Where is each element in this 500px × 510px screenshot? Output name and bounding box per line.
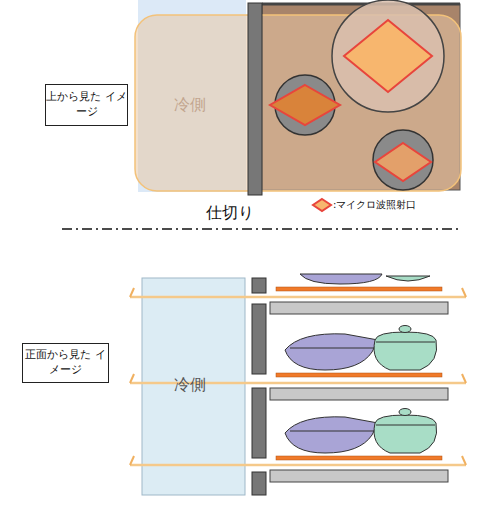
node-text: 正面から見た イメージ [23,348,108,378]
node-text: 冷側 [174,375,206,396]
shelves [130,274,466,482]
view-label-box: 正面から見た イメージ [22,343,109,383]
view-label-box: 上から見た イメージ [45,84,128,126]
legend-diamond [313,199,331,211]
section-separator [62,228,462,230]
cold-band [142,278,245,495]
cold-side-region: 冷側 [150,90,230,120]
microwave-port [344,20,432,92]
dish-circle [332,0,444,112]
partition-label: 仕切り [204,203,256,224]
chamber-wall [262,3,460,6]
dish-circle [373,130,433,190]
node-text: 冷側 [174,95,206,116]
partition [248,3,262,195]
microwave-port [375,143,431,181]
legend-text: :マイクロ波照射口 [333,198,416,212]
partition-segments [252,278,266,495]
node-text: 上から見た イメージ [46,90,127,120]
microwave-port [270,85,340,125]
cold-side-band: 冷側 [150,370,230,400]
